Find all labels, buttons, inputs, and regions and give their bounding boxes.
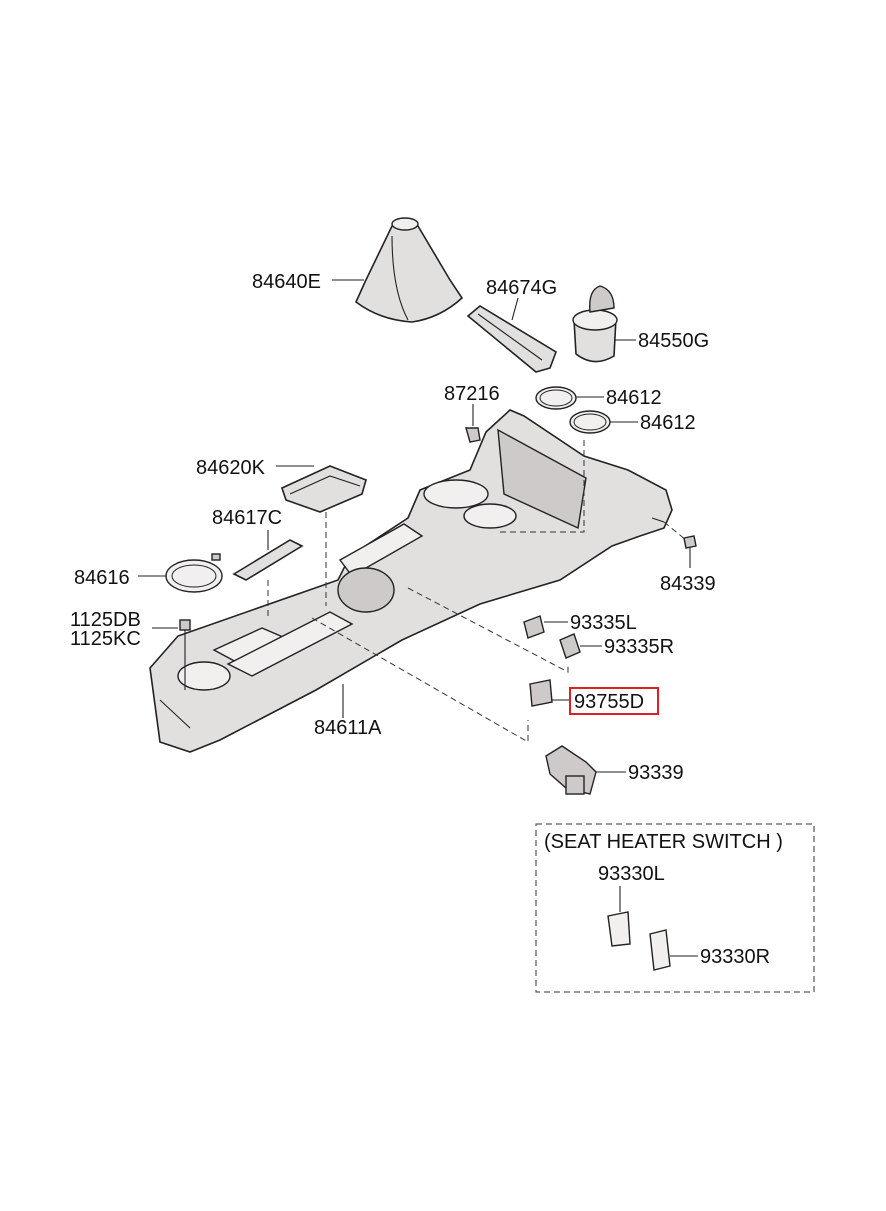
mat-part	[466, 305, 557, 373]
label-84612-upper: 84612	[606, 387, 662, 409]
label-84674G: 84674G	[486, 277, 557, 299]
label-93335L: 93335L	[570, 612, 637, 634]
label-84640E: 84640E	[252, 271, 321, 293]
label-93755D[interactable]: 93755D	[574, 691, 644, 713]
label-84550G-top: 84550G	[638, 330, 709, 352]
switch-93755D-part	[529, 679, 553, 707]
label-1125KC: 1125KC	[70, 628, 141, 650]
ring-lower-part	[569, 410, 611, 434]
nut-part	[683, 535, 697, 568]
label-84617C: 84617C	[212, 507, 282, 529]
label-93330L: 93330L	[598, 863, 665, 885]
label-84612-lower: 84612	[640, 412, 696, 434]
heater-switch-l-part	[607, 886, 631, 947]
armrest-cover-part	[281, 465, 367, 513]
label-84339: 84339	[660, 573, 716, 595]
heater-switch-r-part	[649, 929, 671, 971]
pad-part	[232, 539, 304, 581]
label-93330R: 93330R	[700, 946, 770, 968]
harness-part	[545, 745, 597, 795]
ashtray-part	[572, 285, 618, 363]
seat-heater-title: (SEAT HEATER SWITCH )	[544, 831, 783, 853]
switch-93335R-part	[559, 633, 581, 659]
label-93335R: 93335R	[604, 636, 674, 658]
shift-boot-part	[355, 217, 464, 323]
label-93339: 93339	[628, 762, 684, 784]
switch-93335L-part	[523, 615, 545, 639]
label-84616: 84616	[74, 567, 130, 589]
ring-left-part	[165, 553, 223, 593]
seat-heater-box: (SEAT HEATER SWITCH ) 93330L 93330R	[535, 823, 815, 993]
label-84620K: 84620K	[196, 457, 266, 479]
clip-part	[465, 404, 481, 443]
label-87216: 87216	[444, 383, 500, 405]
highlight-box[interactable]	[569, 687, 659, 715]
console-body-part	[149, 409, 673, 753]
bolt-part	[179, 619, 191, 690]
label-84611A: 84611A	[314, 717, 382, 739]
label-1125DB: 1125DB	[70, 609, 141, 631]
ring-upper-part	[535, 386, 577, 410]
